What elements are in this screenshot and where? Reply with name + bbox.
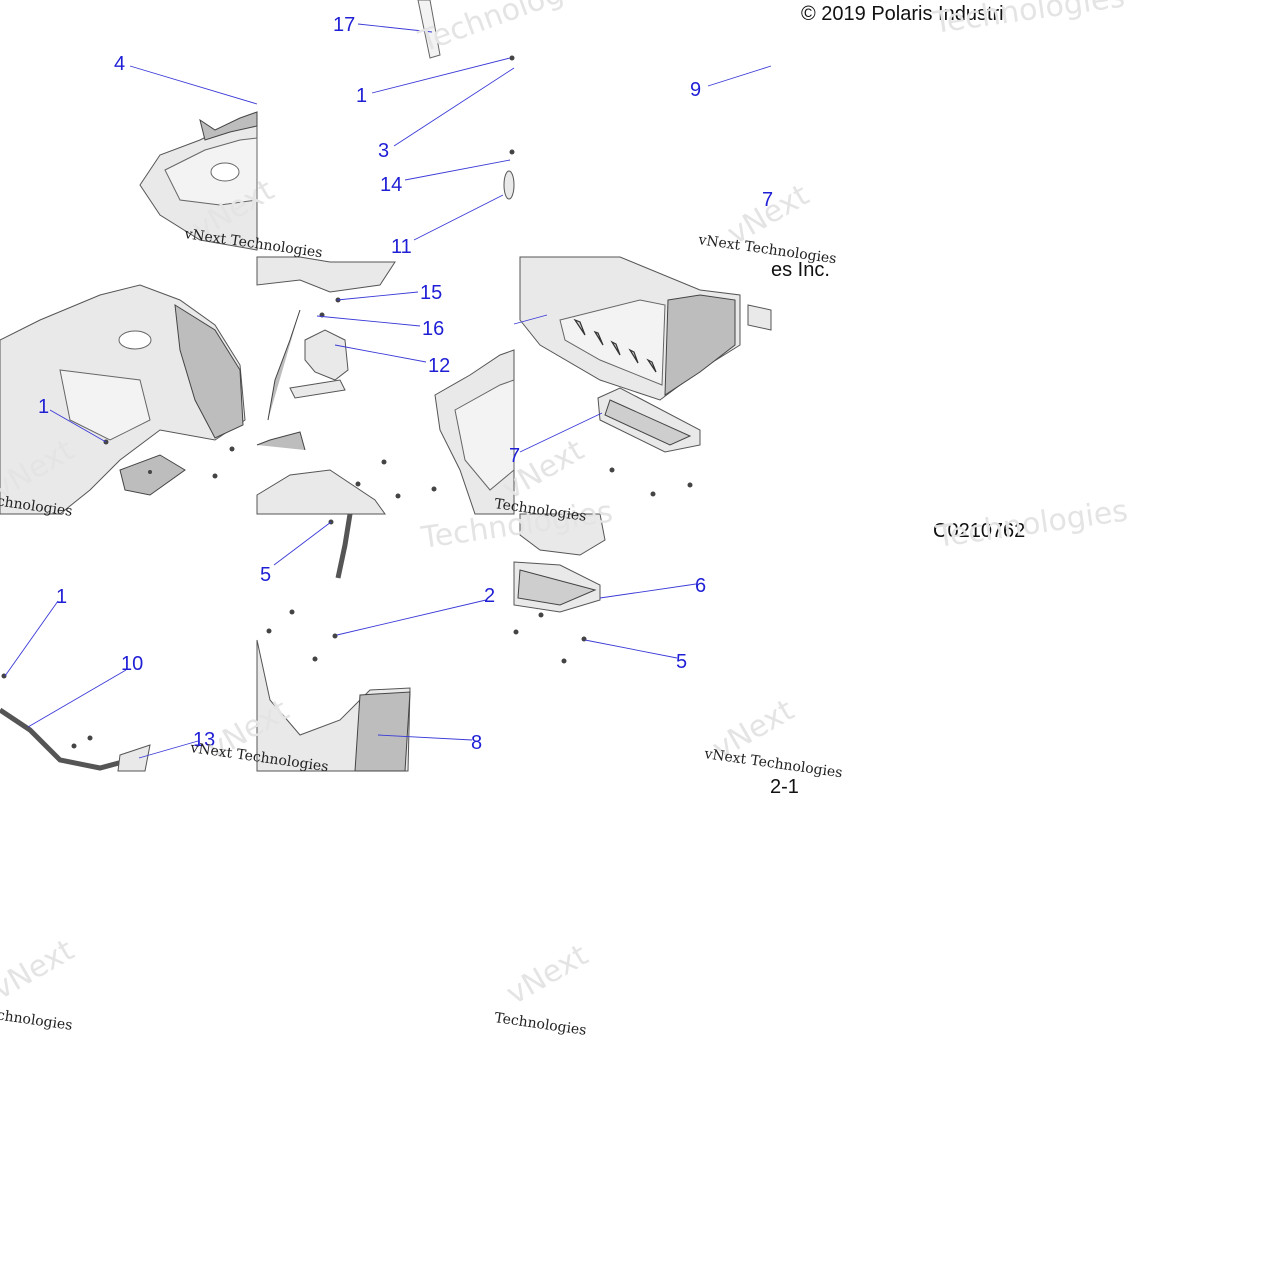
watermark-word-small: Technologies xyxy=(0,1005,73,1034)
callout-5-right: 5 xyxy=(676,651,687,673)
callout-16: 16 xyxy=(422,318,444,340)
leader-lines xyxy=(4,23,772,759)
callout-2: 2 xyxy=(484,585,495,607)
rear-rod-lower xyxy=(0,673,151,772)
footwell-ribs xyxy=(573,318,657,373)
callout-4: 4 xyxy=(114,53,125,75)
watermark-word: Technologies xyxy=(930,0,1127,41)
support-rod-lower xyxy=(256,513,411,772)
fender-rear-main xyxy=(0,284,246,515)
callout-1-upper: 1 xyxy=(356,85,367,107)
footrest-right-lower xyxy=(513,513,606,664)
callout-14: 14 xyxy=(380,174,402,196)
watermark-brand: vNext xyxy=(501,938,595,1012)
watermark-line: vNext Technologies xyxy=(696,232,837,267)
callout-6: 6 xyxy=(695,575,706,597)
callout-9: 9 xyxy=(690,79,701,101)
footrest-right-upper xyxy=(597,387,701,497)
watermark-word-small: Technologies xyxy=(493,1010,587,1039)
footwell-right xyxy=(519,256,772,401)
callouts: 17 4 1 3 14 11 9 7 15 16 12 1 7 5 2 6 5 … xyxy=(38,14,773,754)
page-reference: 2-1 xyxy=(770,776,799,798)
callout-3: 3 xyxy=(378,140,389,162)
callout-1-lower: 1 xyxy=(56,586,67,608)
callout-5-left: 5 xyxy=(260,564,271,586)
callout-11: 11 xyxy=(391,236,412,258)
fender-rear-partial xyxy=(139,111,258,251)
watermark-word: Technologies xyxy=(933,493,1130,555)
mount-brackets-center xyxy=(256,256,515,515)
callout-8: 8 xyxy=(471,732,482,754)
copyright-tail: es Inc. xyxy=(771,259,830,281)
copyright-text: © 2019 Polaris Industri xyxy=(801,3,1004,25)
callout-10: 10 xyxy=(121,653,143,675)
callout-1-mid: 1 xyxy=(38,396,49,418)
callout-15: 15 xyxy=(420,282,442,304)
callout-17: 17 xyxy=(333,14,355,36)
callout-7-mid: 7 xyxy=(509,445,520,467)
callout-7-upper: 7 xyxy=(762,189,773,211)
watermark-word: Technologies xyxy=(414,0,608,60)
callout-12: 12 xyxy=(428,355,450,377)
watermark-brand: vNext xyxy=(0,933,80,1007)
support-rod-top xyxy=(417,0,515,200)
callout-13: 13 xyxy=(193,729,215,751)
figure-code: C0210762 xyxy=(933,520,1025,542)
